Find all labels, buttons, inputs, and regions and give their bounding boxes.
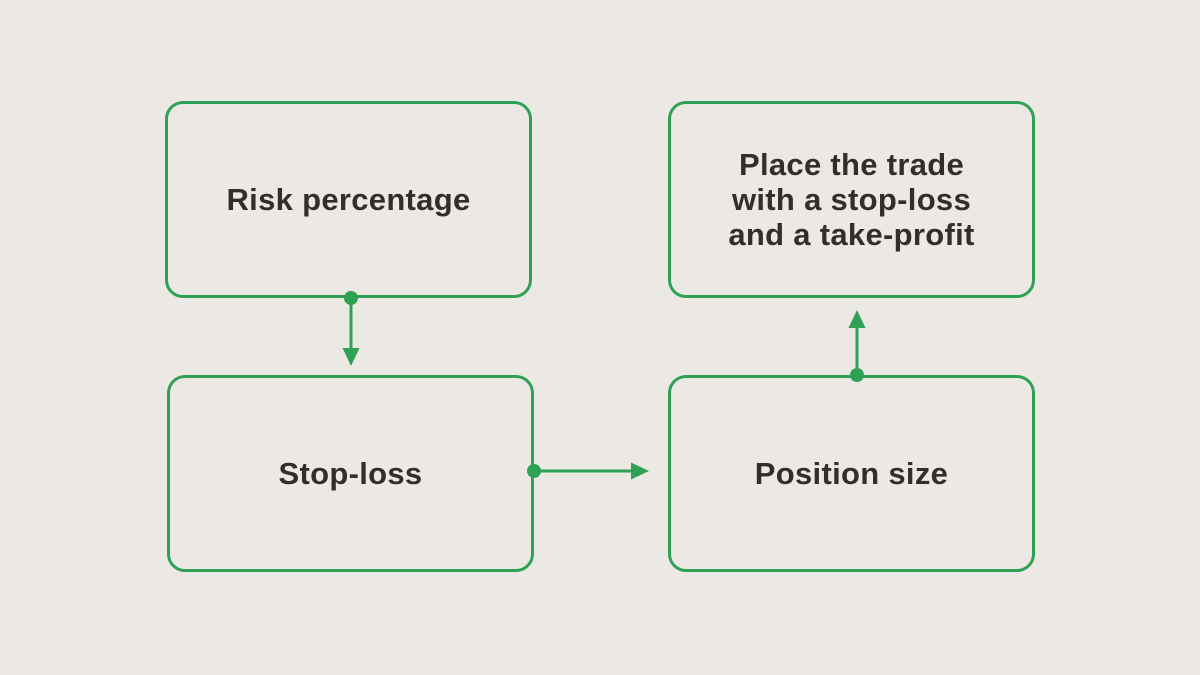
node-stop-loss: Stop-loss — [167, 375, 534, 572]
node-position-size: Position size — [668, 375, 1035, 572]
node-place-trade: Place the trade with a stop-loss and a t… — [668, 101, 1035, 298]
arrowhead-right-icon — [631, 462, 649, 480]
arrow-stoploss-to-positionsize — [527, 462, 649, 480]
node-risk-percentage: Risk percentage — [165, 101, 532, 298]
arrow-risk-to-stoploss — [342, 291, 360, 366]
node-stop-loss-label: Stop-loss — [278, 456, 423, 491]
arrowhead-up-icon — [848, 310, 866, 328]
node-place-trade-label: Place the trade with a stop-loss and a t… — [728, 147, 975, 252]
node-position-size-label: Position size — [754, 456, 949, 491]
node-risk-percentage-label: Risk percentage — [226, 182, 471, 217]
arrow-positionsize-to-placetrade — [848, 310, 866, 382]
arrowhead-down-icon — [342, 348, 360, 366]
